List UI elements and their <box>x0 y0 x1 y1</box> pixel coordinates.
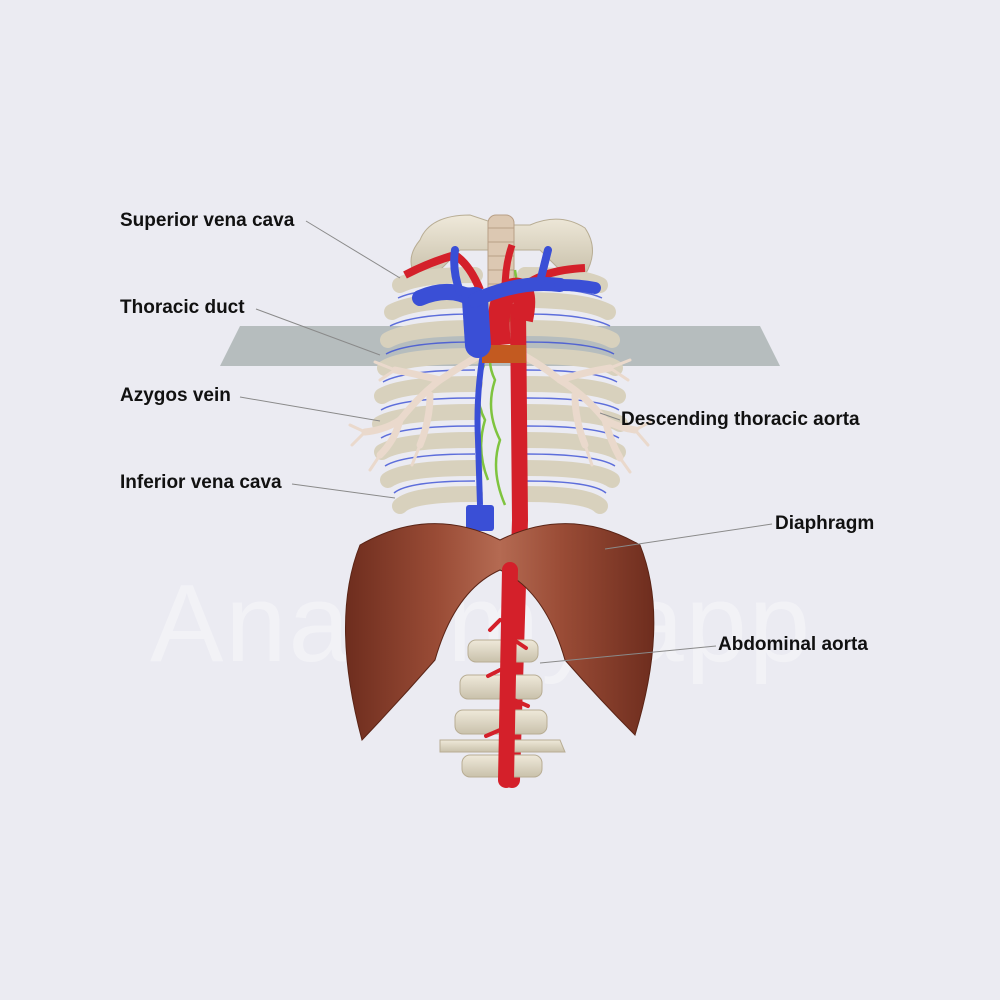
diaphragm-muscle <box>345 523 655 741</box>
label-inferior-vena-cava: Inferior vena cava <box>120 472 282 493</box>
label-descending-thoracic-aorta: Descending thoracic aorta <box>621 409 860 430</box>
label-superior-vena-cava: Superior vena cava <box>120 210 295 231</box>
label-azygos-vein: Azygos vein <box>120 385 231 406</box>
label-thoracic-duct: Thoracic duct <box>120 297 245 318</box>
abdominal-aorta-branches <box>484 618 530 738</box>
label-diaphragm: Diaphragm <box>775 513 875 534</box>
superior-vena-cava-veins <box>412 246 601 358</box>
bronchioles <box>348 358 652 474</box>
leader-lines <box>239 220 773 664</box>
inferior-vena-cava <box>466 505 494 531</box>
abdominal-aorta <box>498 562 518 788</box>
label-abdominal-aorta: Abdominal aorta <box>718 634 868 655</box>
